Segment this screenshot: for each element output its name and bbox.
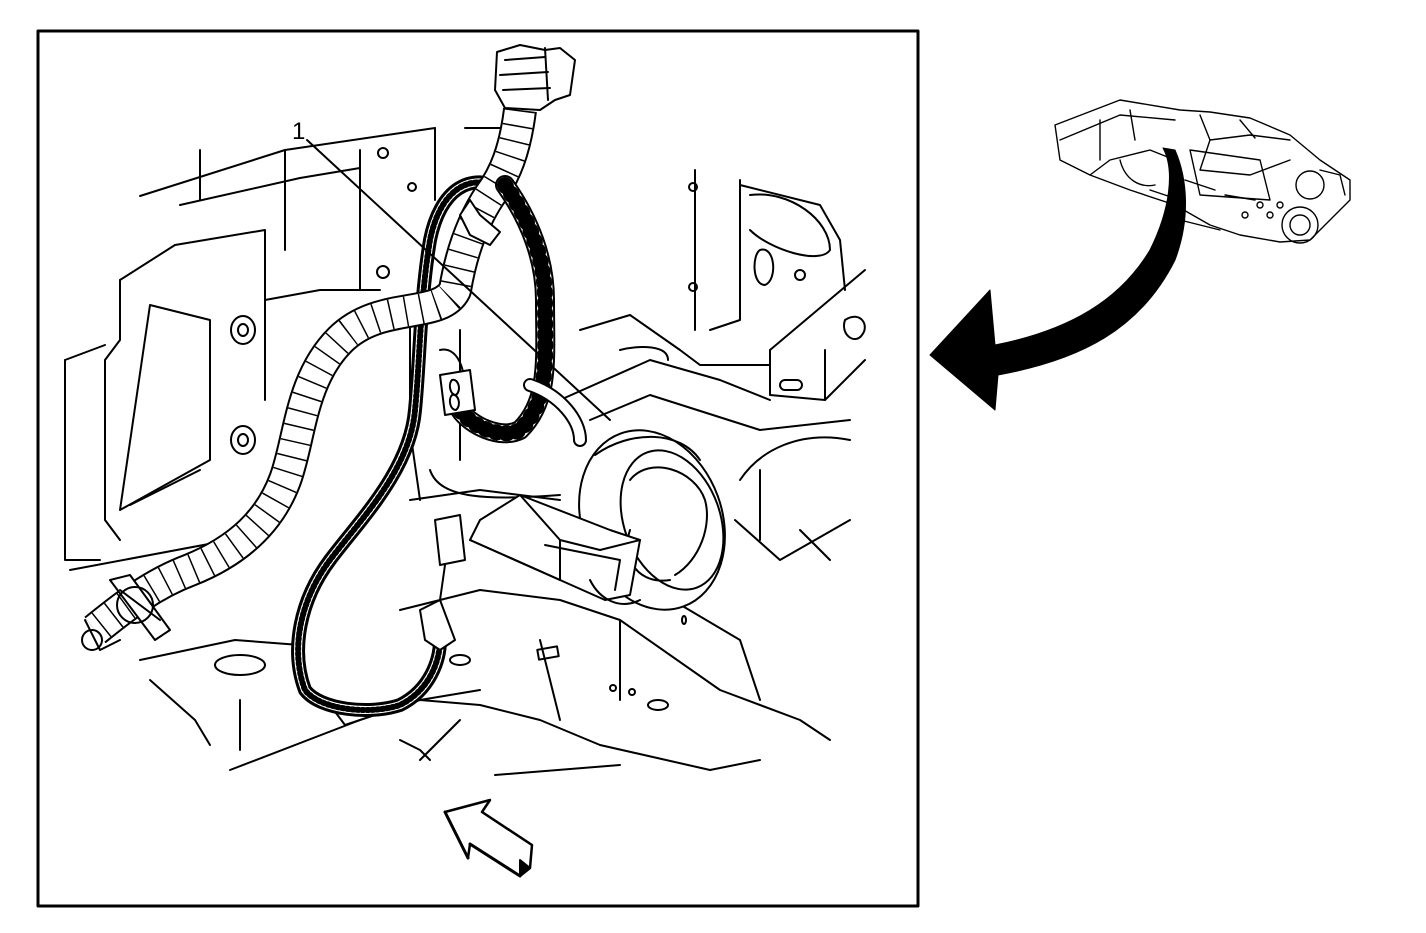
callout-leader-line xyxy=(306,139,611,421)
vehicle-locator-sketch xyxy=(1054,99,1351,244)
body-structure xyxy=(64,127,866,776)
view-direction-arrow xyxy=(443,798,534,878)
locator-pointer-arrow xyxy=(929,147,1186,411)
detail-frame xyxy=(36,29,920,908)
callout-number-1: 1 xyxy=(292,118,305,145)
harness-clip xyxy=(109,574,171,641)
connectors xyxy=(419,44,576,651)
horn-assembly xyxy=(469,429,726,611)
main-harness-bundle xyxy=(81,107,587,651)
wiring-harness-conduit xyxy=(291,175,512,717)
